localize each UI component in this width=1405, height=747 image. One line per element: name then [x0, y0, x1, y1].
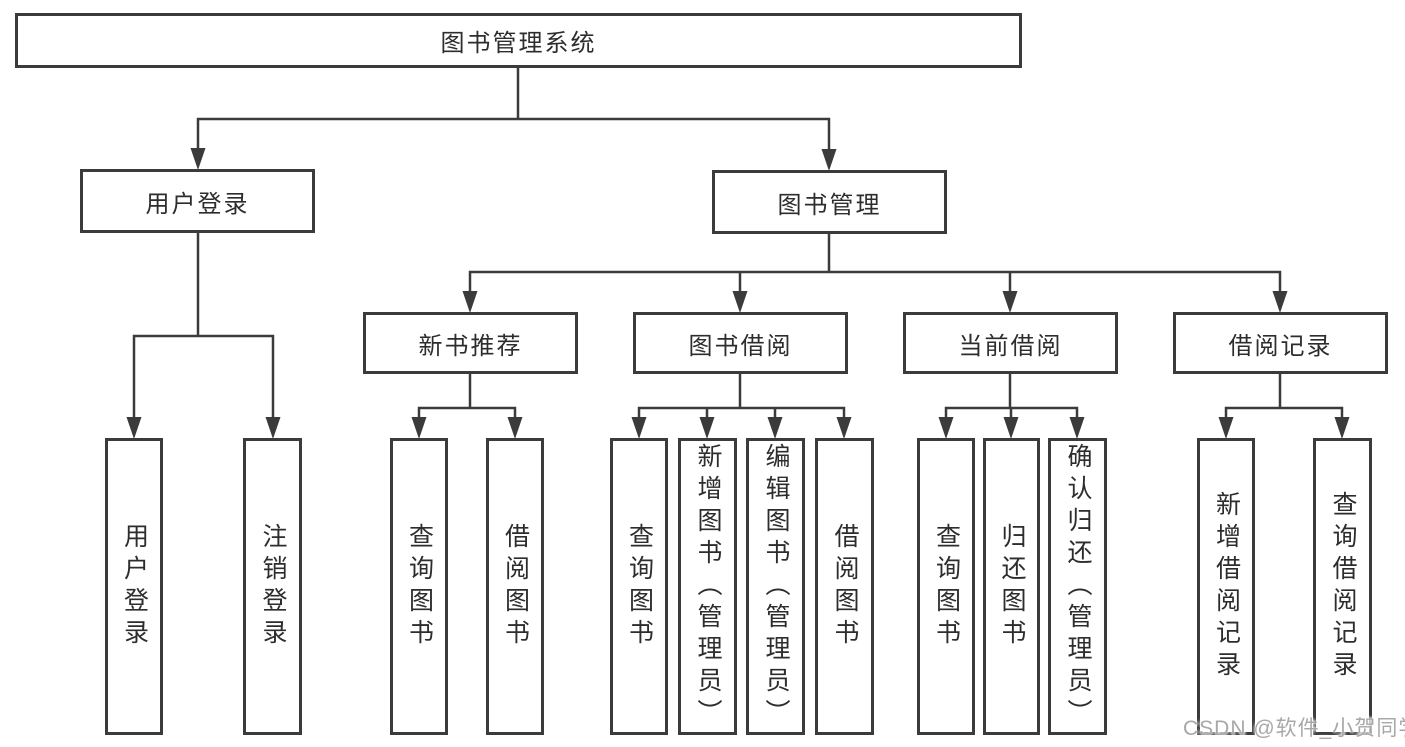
arrowhead: [1003, 417, 1019, 439]
node-label: 用户登录: [145, 190, 250, 218]
node-user-login: 用户登录: [80, 169, 315, 233]
leaf-query-books-recommend: 查询图书: [390, 438, 448, 735]
leaf-label: 查询图书: [625, 522, 654, 651]
arrowhead: [1334, 417, 1350, 439]
watermark-text: CSDN @软件_小贺同学: [1183, 717, 1405, 740]
connector-user-login-split: [132, 231, 275, 424]
connector-book-management-split: [468, 232, 1282, 297]
node-current-borrowing: 当前借阅: [903, 312, 1118, 374]
node-label: 当前借阅: [958, 332, 1063, 360]
arrowhead: [1218, 417, 1234, 439]
arrowhead: [631, 417, 647, 439]
leaf-label: 查询图书: [932, 522, 961, 651]
node-label: 图书管理: [777, 191, 882, 219]
arrowhead: [190, 148, 206, 170]
leaf-label: 新增借阅记录: [1212, 490, 1241, 683]
leaf-user-login: 用户登录: [105, 438, 163, 735]
node-label: 借阅记录: [1228, 332, 1333, 360]
node-book-borrowing: 图书借阅: [633, 312, 848, 374]
node-new-book-recommendation: 新书推荐: [363, 312, 578, 374]
leaf-borrow-books: 借阅图书: [815, 438, 874, 735]
arrowhead: [411, 417, 427, 439]
leaf-label: 查询图书: [405, 522, 434, 651]
leaf-add-book-admin: 新增图书（管理员）: [678, 438, 737, 735]
arrowhead: [507, 417, 523, 439]
leaf-query-books-borrow: 查询图书: [610, 438, 668, 735]
connector-current-borrow-split: [944, 372, 1079, 424]
leaf-label: 注销登录: [259, 522, 287, 651]
node-label: 新书推荐: [418, 332, 523, 360]
arrowhead: [265, 417, 281, 439]
arrowhead: [1002, 291, 1018, 313]
arrowhead: [1069, 417, 1085, 439]
arrowhead: [1272, 291, 1288, 313]
leaf-label: 确认归还（管理员）: [1064, 442, 1092, 731]
arrowhead: [126, 417, 142, 439]
leaf-edit-book-admin: 编辑图书（管理员）: [746, 438, 805, 735]
node-borrowing-records: 借阅记录: [1173, 312, 1388, 374]
leaf-confirm-return-admin: 确认归还（管理员）: [1048, 438, 1107, 735]
arrowhead: [732, 291, 748, 313]
leaf-label: 用户登录: [120, 522, 149, 651]
arrowhead: [462, 291, 478, 313]
arrowhead: [767, 417, 783, 439]
connector-borrow-records-split: [1224, 372, 1344, 424]
connector-root-split: [196, 66, 831, 154]
connector-book-borrow-split: [637, 372, 846, 424]
leaf-label: 查询借阅记录: [1329, 490, 1357, 683]
leaf-query-books-current: 查询图书: [917, 438, 975, 735]
arrowhead: [836, 417, 852, 439]
leaf-label: 归还图书: [998, 522, 1026, 651]
leaf-label: 编辑图书（管理员）: [762, 442, 790, 731]
leaf-return-book: 归还图书: [983, 438, 1040, 735]
leaf-borrow-books-recommend: 借阅图书: [486, 438, 544, 735]
node-library-management-system: 图书管理系统: [15, 13, 1022, 68]
arrowhead: [938, 417, 954, 439]
leaf-label: 借阅图书: [831, 522, 859, 651]
leaf-label: 新增图书（管理员）: [694, 442, 722, 731]
leaf-add-borrow-record: 新增借阅记录: [1197, 438, 1255, 735]
node-label: 图书借阅: [688, 332, 793, 360]
arrowheads: [126, 148, 1350, 439]
leaf-logout: 注销登录: [243, 438, 302, 735]
leaf-label: 借阅图书: [501, 522, 530, 651]
leaf-query-borrow-record: 查询借阅记录: [1313, 438, 1372, 735]
node-label: 图书管理系统: [440, 30, 597, 57]
arrowhead: [821, 149, 837, 171]
node-book-management: 图书管理: [712, 170, 947, 234]
arrowhead: [699, 417, 715, 439]
connector-new-book-split: [417, 372, 517, 424]
